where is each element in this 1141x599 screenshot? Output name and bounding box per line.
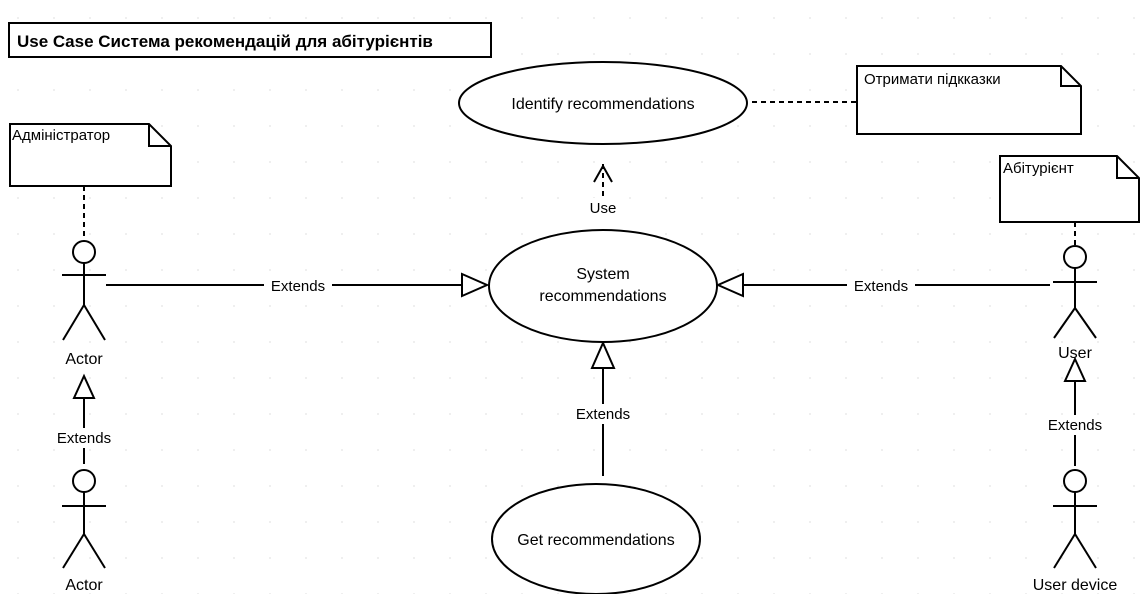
actor-left-top-icon [62,240,106,341]
actor-right-bottom[interactable]: User device [1033,469,1118,594]
use-case-identify-recommendations[interactable]: Identify recommendations [458,61,748,145]
actor-left-bottom-label: Actor [65,577,103,594]
extends-right-arrowhead [715,272,744,298]
note-hints-text: Отримати підкказки [864,71,1001,88]
diagram-title: Use Case Система рекомендацій для абітур… [17,32,433,51]
note-hints[interactable]: Отримати підкказки [856,65,1082,135]
extends-bottom-label: Extends [576,406,630,423]
actor-left-bottom[interactable]: Actor [62,469,106,594]
actor-right-bottom-label: User device [1033,577,1118,594]
note-admin[interactable]: Адміністратор [9,123,172,187]
use-case-system-label-line2: recommendations [539,288,666,305]
actor-right-top-icon [1053,245,1097,339]
use-label: Use [590,200,617,217]
extends-left-arrowhead [461,272,490,298]
extends-right-actor-arrowhead [1063,356,1087,382]
extends-bottom-arrowhead [590,340,616,369]
actor-left-top[interactable]: Actor [62,240,106,368]
extends-right-label: Extends [854,278,908,295]
extends-left-label: Extends [271,278,325,295]
actor-right-top-label: User [1058,345,1092,362]
use-arrowhead [593,163,613,183]
actor-left-top-label: Actor [65,351,103,368]
actor-left-bottom-icon [62,469,106,569]
use-case-get-recommendations[interactable]: Get recommendations [491,483,701,595]
extends-left-actor-arrowhead [72,373,96,399]
actor-right-bottom-icon [1053,469,1097,569]
diagram-title-box[interactable]: Use Case Система рекомендацій для абітур… [8,22,492,58]
extends-left-actor-label: Extends [57,430,111,447]
note-admin-text: Адміністратор [12,127,110,144]
actor-right-top[interactable]: User [1053,245,1097,362]
note-applicant-text: Абітурієнт [1003,160,1074,177]
note-applicant[interactable]: Абітурієнт [999,155,1140,223]
use-case-system-recommendations[interactable]: System recommendations [488,229,718,343]
extends-right-actor-label: Extends [1048,417,1102,434]
use-case-system-label-line1: System [576,266,629,283]
use-case-identify-label: Identify recommendations [511,96,694,113]
use-case-get-label: Get recommendations [517,532,674,549]
